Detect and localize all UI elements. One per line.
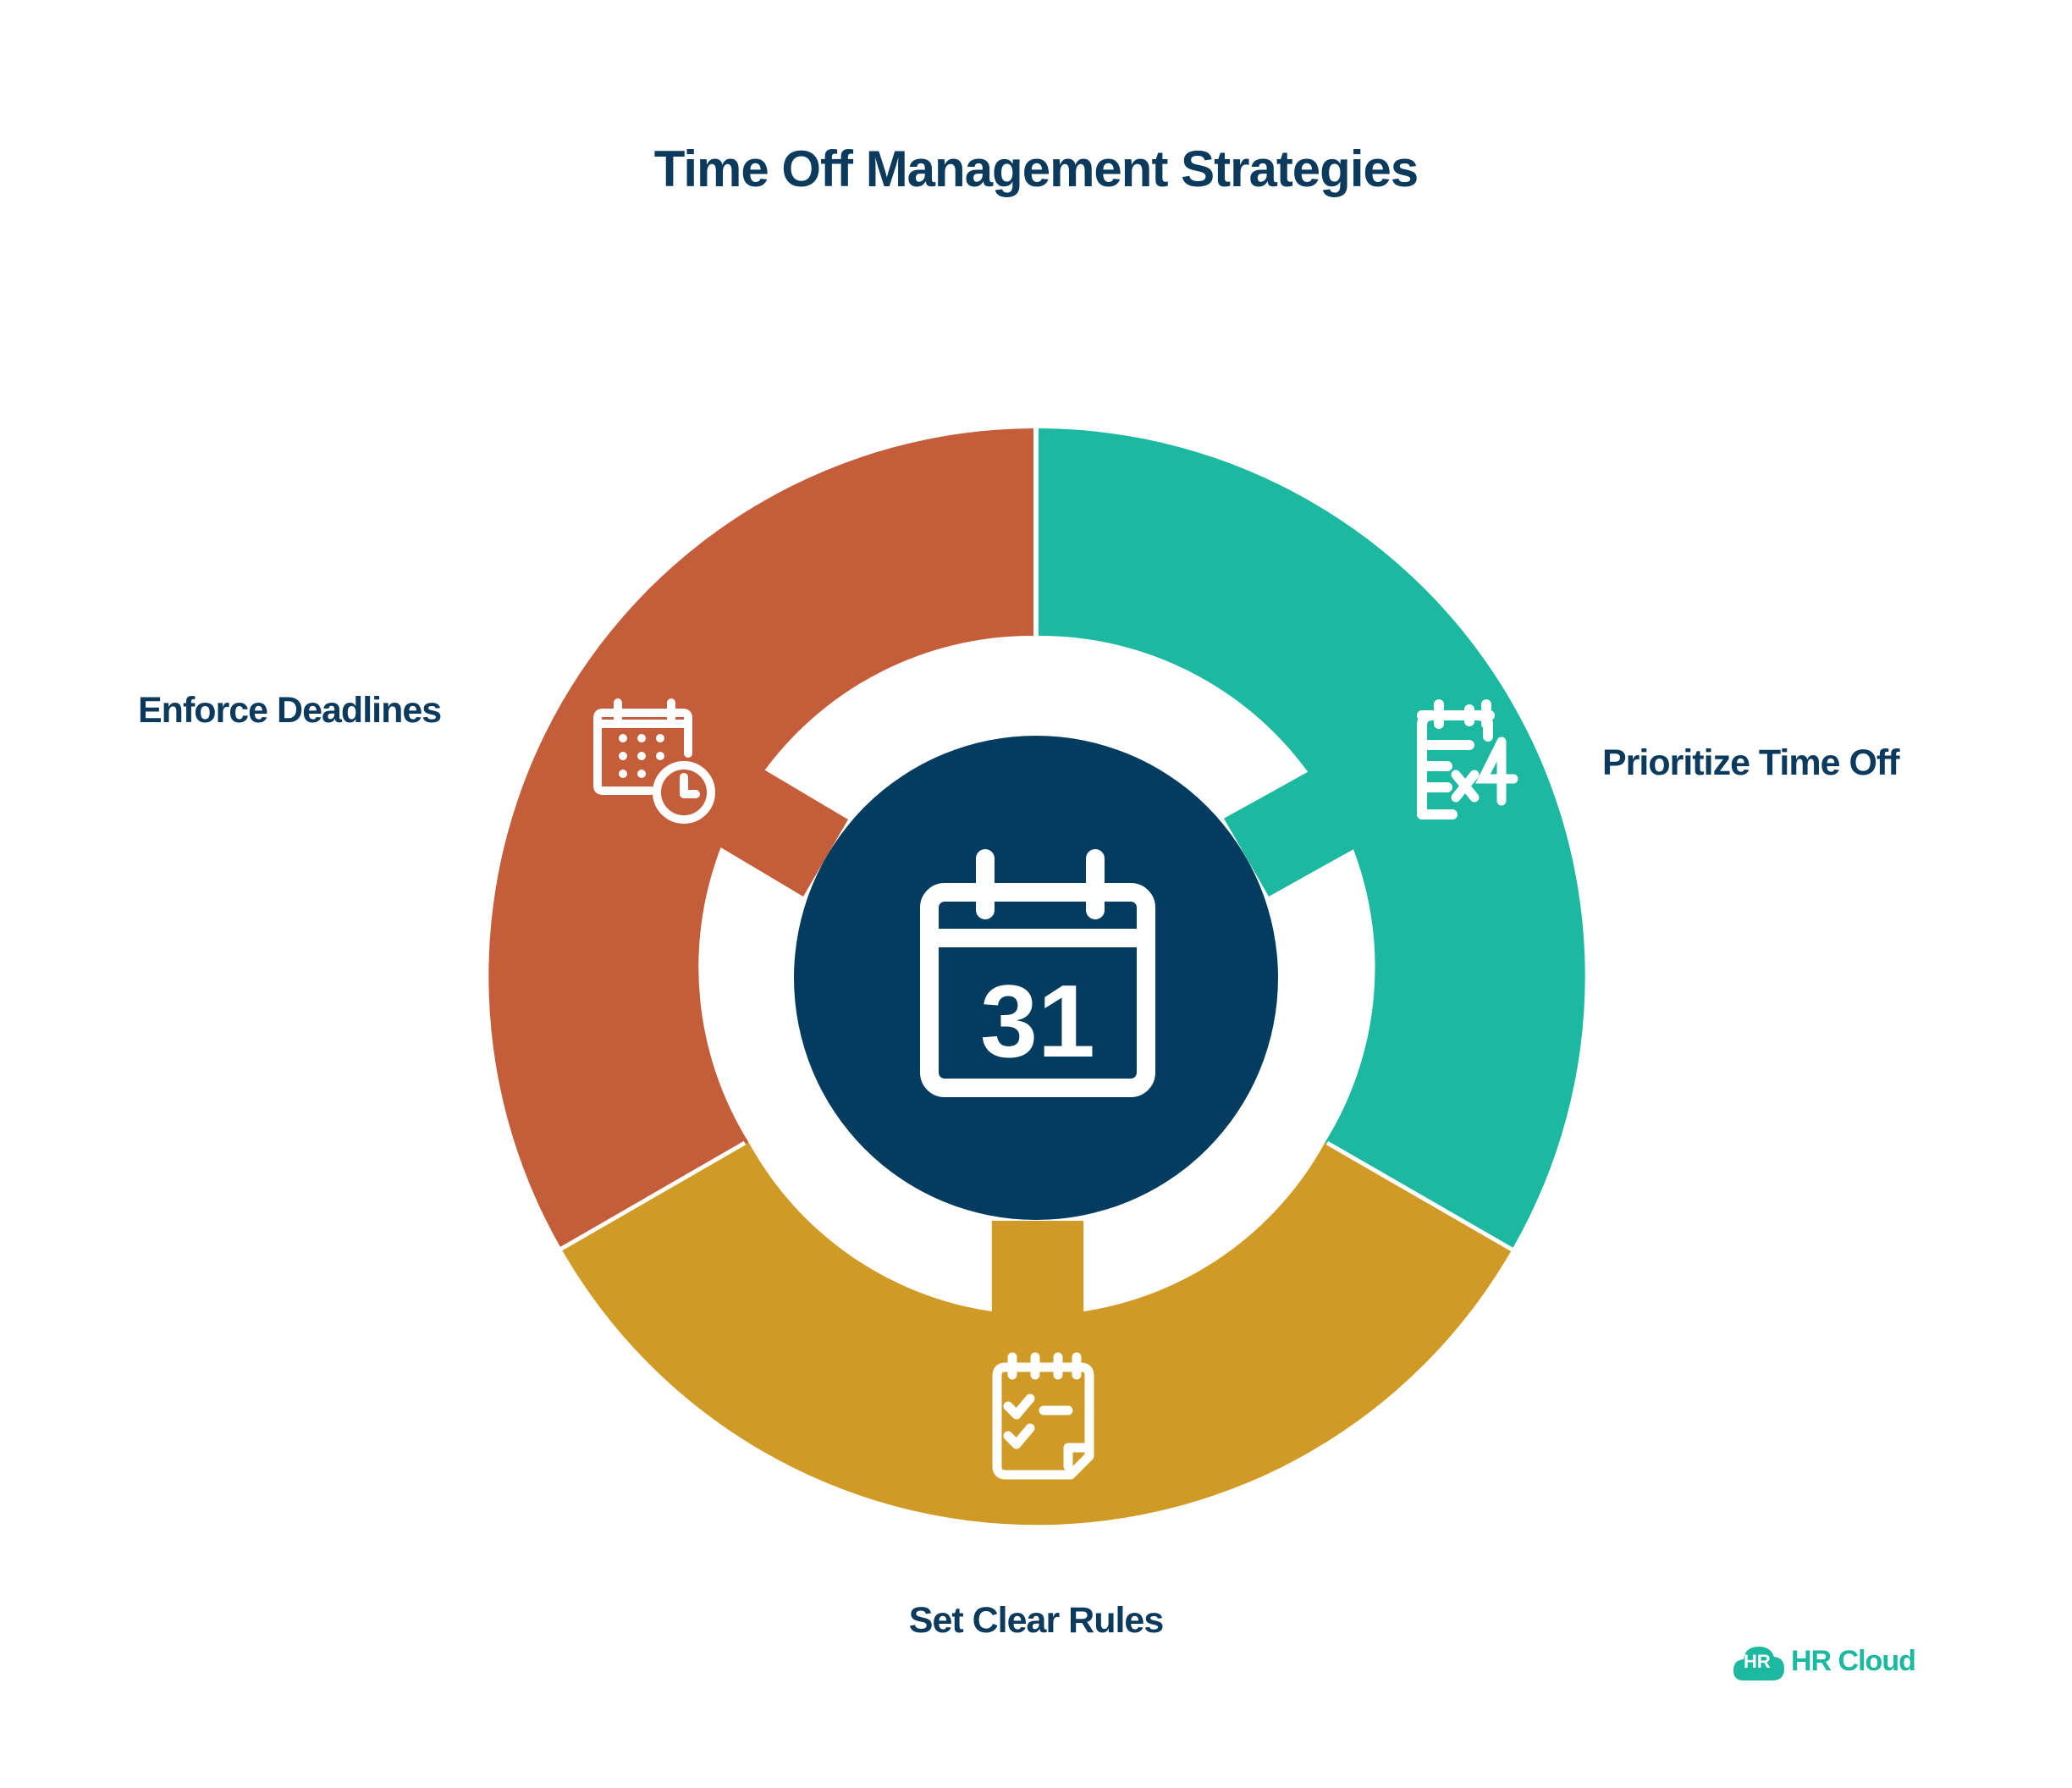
divider-right — [1325, 1140, 1517, 1254]
segment-set-clear-rules — [561, 1142, 1513, 1526]
calendar-checklist-icon — [992, 1352, 1094, 1480]
label-prioritize-time-off: Prioritize Time Off — [1602, 742, 1900, 783]
logo-badge-text: HR — [1744, 1651, 1771, 1672]
label-set-clear-rules: Set Clear Rules — [908, 1600, 1164, 1641]
cloud-icon — [1733, 1647, 1784, 1680]
calendar-31-icon — [920, 849, 1155, 1097]
calendar-day-number: 31 — [980, 963, 1095, 1079]
calendar-list-x4-mark — [1451, 737, 1518, 806]
segment-enforce-deadlines — [488, 428, 1033, 1250]
logo-text: HR Cloud — [1791, 1645, 1916, 1677]
calendar-clock-icon — [593, 698, 715, 824]
page-title: Time Off Management Strategies — [653, 141, 1419, 197]
divider-left — [555, 1140, 747, 1254]
hr-cloud-logo: HR HR Cloud — [1732, 1640, 1916, 1684]
segment-prioritize-time-off — [1039, 428, 1585, 1250]
label-enforce-deadlines: Enforce Deadlines — [138, 690, 442, 731]
calendar-list-x4-icon — [1417, 699, 1495, 820]
center-circle — [794, 736, 1278, 1220]
calendar-clock-dots — [619, 734, 664, 778]
